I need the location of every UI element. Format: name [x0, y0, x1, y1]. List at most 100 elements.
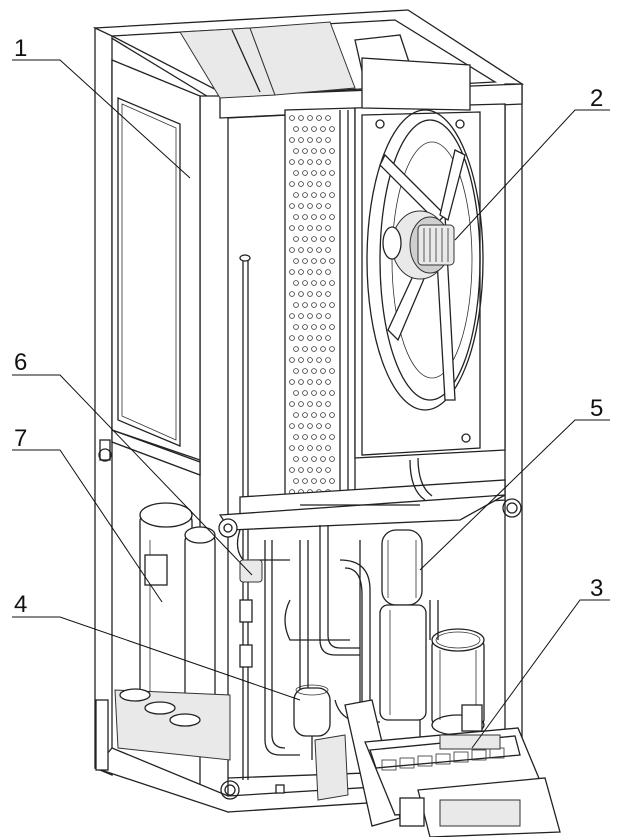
drain-tray — [218, 479, 522, 531]
perforation-hole — [311, 214, 317, 220]
perforation-hole — [320, 280, 326, 286]
perforation-hole — [320, 324, 326, 330]
perforation-hole — [293, 170, 299, 176]
perforation-hole — [325, 181, 331, 187]
perforation-hole — [329, 280, 335, 286]
perforation-hole — [298, 401, 304, 407]
perforation-hole — [289, 203, 295, 209]
perforation-hole — [325, 137, 331, 143]
perforation-hole — [298, 269, 304, 275]
perforation-hole — [316, 269, 322, 275]
perforation-hole — [307, 247, 313, 253]
perforation-hole — [298, 203, 304, 209]
perforation-hole — [316, 467, 322, 473]
perforation-hole — [325, 269, 331, 275]
callout-5: 5 — [590, 395, 603, 422]
perforation-hole — [293, 324, 299, 330]
perforation-hole — [329, 368, 335, 374]
perforation-hole — [293, 456, 299, 462]
fan-assembly — [354, 57, 506, 459]
perforation-hole — [320, 456, 326, 462]
perforation-hole — [293, 412, 299, 418]
perforation-hole — [311, 192, 317, 198]
perforation-hole — [289, 401, 295, 407]
perforation-hole — [302, 192, 308, 198]
perforation-hole — [298, 445, 304, 451]
perforation-hole — [329, 390, 335, 396]
perforation-hole — [298, 357, 304, 363]
perforation-hole — [293, 302, 299, 308]
perforation-hole — [289, 423, 295, 429]
control-box — [344, 699, 561, 837]
perforation-hole — [298, 291, 304, 297]
perforation-hole — [293, 478, 299, 484]
perforation-hole — [302, 434, 308, 440]
perforation-hole — [311, 324, 317, 330]
perforation-hole — [298, 225, 304, 231]
perforation-hole — [307, 203, 313, 209]
perforation-hole — [320, 302, 326, 308]
perforation-hole — [307, 115, 313, 121]
perforation-hole — [325, 423, 331, 429]
perforation-hole — [320, 214, 326, 220]
perforation-hole — [289, 313, 295, 319]
perforation-hole — [293, 148, 299, 154]
perforation-hole — [298, 379, 304, 385]
perforation-hole — [316, 445, 322, 451]
perforation-hole — [325, 203, 331, 209]
perforation-hole — [298, 137, 304, 143]
perforation-hole — [302, 456, 308, 462]
filter-drier — [293, 684, 331, 760]
perforation-hole — [293, 214, 299, 220]
perforation-hole — [302, 346, 308, 352]
perforation-hole — [316, 137, 322, 143]
perforation-hole — [289, 291, 295, 297]
perforation-hole — [316, 313, 322, 319]
perforation-hole — [311, 148, 317, 154]
perforation-hole — [289, 379, 295, 385]
perforation-hole — [289, 445, 295, 451]
perforation-hole — [289, 247, 295, 253]
perforation-hole — [307, 335, 313, 341]
perforation-hole — [307, 401, 313, 407]
callout-6: 6 — [14, 349, 27, 376]
perforation-hole — [293, 434, 299, 440]
perforation-hole — [302, 280, 308, 286]
perforation-hole — [320, 126, 326, 132]
perforation-hole — [316, 357, 322, 363]
perforation-hole — [320, 412, 326, 418]
perforation-hole — [311, 456, 317, 462]
perforation-hole — [329, 412, 335, 418]
perforation-hole — [302, 368, 308, 374]
perforation-hole — [320, 258, 326, 264]
perforation-hole — [298, 247, 304, 253]
perforation-hole — [329, 434, 335, 440]
perforation-hole — [307, 379, 313, 385]
perforation-hole — [307, 445, 313, 451]
callout-2: 2 — [590, 85, 603, 112]
perforation-hole — [289, 269, 295, 275]
perforation-hole — [311, 302, 317, 308]
perforation-hole — [302, 478, 308, 484]
perforation-hole — [311, 258, 317, 264]
expansion-valve — [218, 518, 263, 583]
perforation-hole — [316, 247, 322, 253]
perforation-hole — [325, 159, 331, 165]
perforation-hole — [311, 346, 317, 352]
perforation-hole — [329, 302, 335, 308]
perforation-hole — [293, 368, 299, 374]
perforation-hole — [293, 192, 299, 198]
perforation-hole — [316, 291, 322, 297]
perforation-hole — [329, 126, 335, 132]
perforation-hole — [329, 346, 335, 352]
base-details — [114, 688, 349, 801]
perforation-hole — [298, 181, 304, 187]
perforation-hole — [316, 423, 322, 429]
perforation-hole — [329, 148, 335, 154]
perforation-hole — [293, 390, 299, 396]
perforation-hole — [289, 159, 295, 165]
perforation-hole — [311, 126, 317, 132]
perforation-hole — [320, 368, 326, 374]
perforation-hole — [320, 434, 326, 440]
perforation-hole — [307, 423, 313, 429]
